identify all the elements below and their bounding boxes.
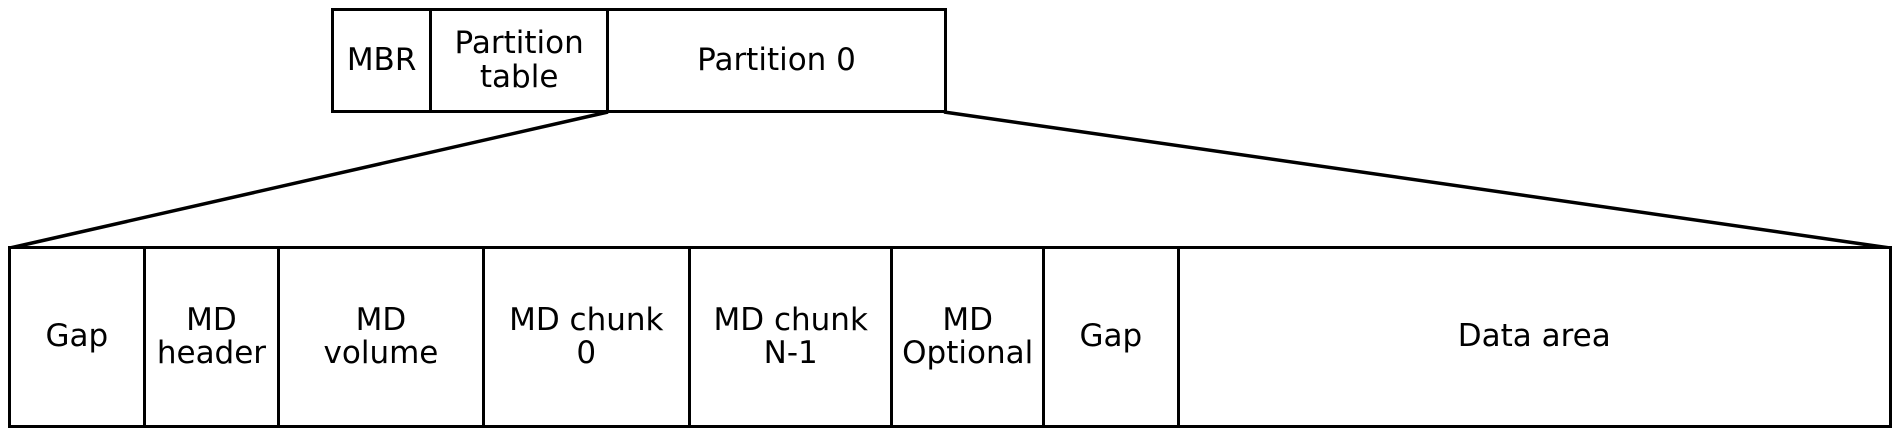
cell-md-chunk-n-1: MD chunk N-1	[690, 249, 894, 425]
cell-md-volume: MD volume	[280, 249, 485, 425]
cell-gap-leading: Gap	[11, 249, 146, 425]
left-expansion-line	[9, 110, 609, 250]
cell-partition-table: Partition table	[432, 11, 610, 110]
cell-md-chunk-0-label: MD chunk 0	[509, 301, 664, 371]
cell-partition-0: Partition 0	[609, 11, 944, 110]
cell-gap-trailing-label: Gap	[1079, 318, 1143, 355]
cell-md-header-label: MD header	[156, 301, 267, 371]
cell-mbr-label: MBR	[346, 41, 417, 78]
cell-gap-trailing: Gap	[1044, 249, 1180, 425]
cell-md-chunk-n-1-label: MD chunk N-1	[713, 301, 868, 371]
cell-mbr: MBR	[334, 11, 433, 110]
cell-gap-leading-label: Gap	[45, 318, 109, 355]
cell-md-header: MD header	[145, 249, 281, 425]
cell-md-optional: MD Optional	[893, 249, 1045, 425]
cell-partition-table-label: Partition table	[454, 25, 584, 95]
cell-md-volume-label: MD volume	[323, 301, 439, 371]
right-expansion-line	[943, 110, 1891, 250]
cell-md-chunk-0: MD chunk 0	[484, 249, 691, 425]
cell-data-area: Data area	[1179, 249, 1889, 425]
disk-layout-row: MBR Partition table Partition 0	[331, 8, 947, 113]
cell-partition-0-label: Partition 0	[697, 41, 856, 78]
cell-data-area-label: Data area	[1457, 318, 1611, 355]
cell-md-optional-label: MD Optional	[902, 301, 1034, 371]
partition-0-detail-row: Gap MD header MD volume MD chunk 0 MD ch…	[8, 246, 1892, 428]
